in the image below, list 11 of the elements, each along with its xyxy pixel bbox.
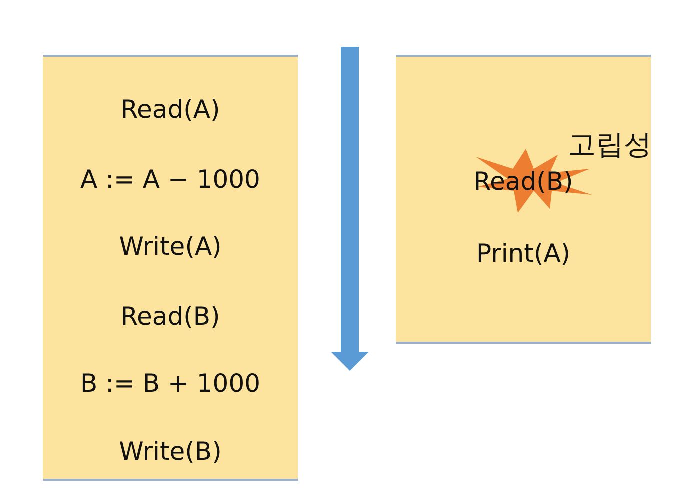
code-line: B := B + 1000 xyxy=(80,369,261,398)
text-box xyxy=(396,55,651,344)
code-line: Write(B) xyxy=(119,437,222,466)
code-line: Read(B) xyxy=(120,302,220,331)
code-line: Write(A) xyxy=(119,232,222,261)
code-line: A := A − 1000 xyxy=(80,165,260,194)
code-line: Read(A) xyxy=(120,95,220,124)
annotation-label: 고립성 xyxy=(568,128,652,162)
code-line: Print(A) xyxy=(476,239,571,268)
text-box xyxy=(43,55,298,481)
code-line: Read(B) xyxy=(474,167,574,196)
